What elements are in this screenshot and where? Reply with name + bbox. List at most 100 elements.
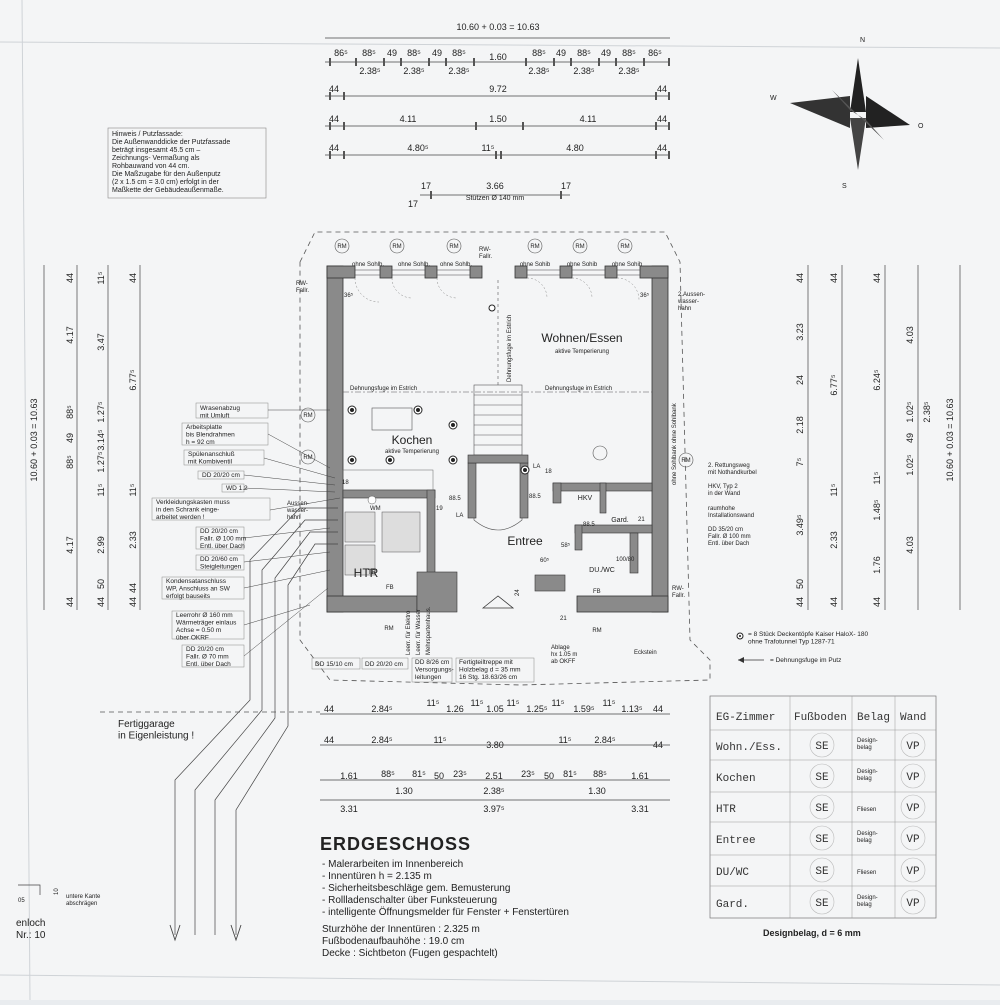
- right-dimension-chains: [807, 265, 961, 610]
- table-caption: Designbelag, d = 6 mm: [763, 928, 861, 938]
- corner-dim: 10: [54, 888, 60, 895]
- dim-36-left: 36⁵: [344, 292, 354, 299]
- exterior-walls: [326, 265, 669, 613]
- top-dim: 1.50: [489, 114, 507, 124]
- bottom-dim: 23⁵: [521, 769, 535, 779]
- dim-60: 60⁵: [540, 557, 550, 564]
- conduit-mehrsparten: Mehrspartenhaus.: [426, 606, 432, 655]
- dim-88-a: 88.5: [449, 496, 461, 502]
- room-label-entree: Entree: [507, 534, 543, 548]
- left-dim: 44: [128, 583, 138, 593]
- top-dim: 2.38⁵: [618, 66, 640, 76]
- table-cell-belag: Design-belag: [857, 769, 878, 782]
- hint-box-frame: [107, 127, 267, 199]
- la-label-2: LA: [533, 464, 540, 470]
- top-dim: 88⁵: [532, 48, 546, 58]
- right-dim: 1.48⁵: [872, 499, 882, 521]
- top-dim: 2.38⁵: [528, 66, 550, 76]
- right-dim: 3.23: [795, 323, 805, 341]
- note-leaders: [243, 409, 341, 657]
- top-dim: 88⁵: [362, 48, 376, 58]
- room-label-hkv: HKV: [578, 495, 593, 502]
- top-dim: 86⁵: [334, 48, 348, 58]
- note-wd: WD 1.2: [226, 485, 248, 492]
- room-label-duwc: DU./WC: [589, 567, 615, 574]
- left-dim: 11⁵: [96, 483, 106, 496]
- right-dim: 24: [795, 375, 805, 385]
- table-cell-floor: SE: [815, 866, 829, 878]
- room-label-htr: HTR: [354, 566, 379, 580]
- left-dim: 88⁵: [65, 405, 75, 419]
- fb-label: FB: [386, 585, 394, 591]
- dim-88-c: 88.5: [583, 522, 595, 528]
- bottom-dim: 11⁵: [558, 735, 571, 745]
- top-dim: 4.11: [400, 114, 417, 124]
- corner-dim: 05: [18, 898, 25, 904]
- table-cell-belag: Fliesen: [857, 807, 876, 813]
- la-label: LA: [456, 513, 463, 519]
- note-line: - Malerarbeiten im Innenbereich: [322, 859, 463, 870]
- top-dim: 49: [601, 48, 611, 58]
- rm-label: RM: [620, 244, 629, 250]
- right-dim: 11⁵: [872, 471, 882, 484]
- table-cell-wand: VP: [906, 803, 920, 815]
- compass-west-letter: W: [770, 95, 777, 102]
- table-header: Wand: [900, 712, 926, 724]
- room-label-wohnen: Wohnen/Essen: [541, 331, 622, 345]
- note-line: - Rollladenschalter über Funksteuerung: [322, 895, 497, 906]
- bottom-dim: 1.61: [340, 771, 358, 781]
- spec-line: Sturzhöhe der Innentüren : 2.325 m: [322, 924, 480, 935]
- rm-label: RM: [530, 244, 539, 250]
- left-dim: 44: [128, 273, 138, 283]
- bottom-dim: 44: [324, 735, 334, 745]
- right-dim: 1.76: [872, 556, 882, 574]
- conduit-wasser: Leerr. für Wasser: [416, 609, 422, 655]
- room-finish-table: EG-Zimmer Fußboden Belag Wand Wohn./Ess.…: [709, 695, 937, 938]
- smoke-detector-labels: RM RM RM RM RM RM RM RM RM RM RM: [303, 244, 690, 634]
- table-header: EG-Zimmer: [716, 712, 775, 724]
- table-header: Fußboden: [794, 712, 847, 724]
- left-dim: 44: [128, 597, 138, 607]
- table-cell-room: Gard.: [716, 899, 749, 911]
- window-swings: [354, 277, 640, 303]
- top-dimension-chains: [325, 37, 670, 196]
- hint-box: Hinweis / Putzfassade:Die Außenwanddicke…: [112, 131, 230, 194]
- left-dim: 88⁵: [65, 455, 75, 469]
- rm-label: RM: [681, 458, 690, 464]
- interior-walls: [342, 482, 653, 613]
- bottom-dim: 1.05: [486, 704, 504, 714]
- support-dim: 17: [561, 181, 571, 191]
- bottom-dim: 44: [324, 704, 334, 714]
- dim-100-80: 100/80: [616, 557, 635, 563]
- lamp: [488, 304, 496, 312]
- corner-fragment: enloch: [16, 918, 45, 929]
- notes-list: - Malerarbeiten im Innenbereich - Innent…: [322, 859, 569, 959]
- bottom-dim: 88⁵: [381, 769, 395, 779]
- compass-east-letter: O: [918, 123, 924, 130]
- top-dim: 88⁵: [577, 48, 591, 58]
- support-note: Stützen Ø 140 mm: [466, 195, 525, 202]
- right-dim: 49: [905, 433, 915, 443]
- top-dim: 2.38⁵: [448, 66, 470, 76]
- bottom-dim: 1.59⁵: [573, 704, 595, 714]
- staircase: [473, 280, 523, 531]
- ceiling-lamps: [347, 304, 530, 475]
- table-cell-floor: SE: [815, 834, 829, 846]
- aussenwasserhahn-right: 2.Aussen-wasser-hahn: [677, 292, 705, 312]
- rw-fallrohr-top: RW-Fallr.: [479, 247, 492, 260]
- left-dim: 50: [96, 579, 106, 589]
- ohne-sohlbank-label: ohne Sohlb.: [440, 262, 472, 268]
- bottom-dim: 88⁵: [593, 769, 607, 779]
- room-sub-wohnen: aktive Temperierung: [555, 349, 609, 355]
